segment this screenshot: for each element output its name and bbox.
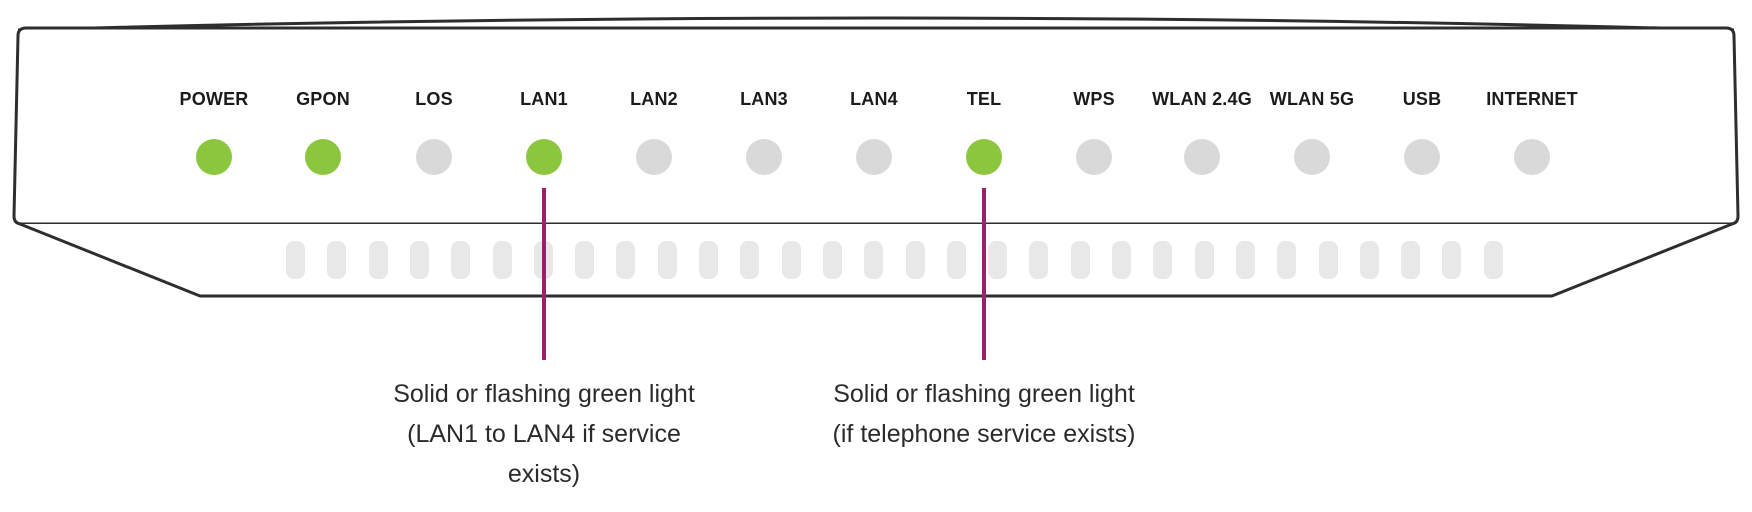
- led-light-power: [196, 139, 232, 175]
- led-group-wlan-2-4g: WLAN 2.4G: [1137, 88, 1267, 175]
- led-label-lan2: LAN2: [630, 89, 678, 109]
- vent-slot: [699, 241, 718, 279]
- vent-slot: [369, 241, 388, 279]
- vent-slot: [1442, 241, 1461, 279]
- led-group-lan1: LAN1: [479, 88, 609, 175]
- led-light-usb: [1404, 139, 1440, 175]
- led-label-wlan-2-4g: WLAN 2.4G: [1152, 89, 1252, 109]
- led-label-wlan-5g: WLAN 5G: [1269, 89, 1355, 109]
- vent-slot: [1319, 241, 1338, 279]
- led-group-usb: USB: [1357, 88, 1487, 175]
- led-label-lan3: LAN3: [740, 89, 788, 109]
- led-group-wlan-5g: WLAN 5G: [1247, 88, 1377, 175]
- vent-slot: [1153, 241, 1172, 279]
- led-light-lan1: [526, 139, 562, 175]
- vent-slot: [782, 241, 801, 279]
- led-label-internet: INTERNET: [1486, 89, 1578, 109]
- led-group-los: LOS: [369, 88, 499, 175]
- callout-line-lan1: [542, 188, 546, 360]
- vent-grille: [286, 241, 1504, 279]
- led-label-lan1: LAN1: [520, 89, 568, 109]
- callout-text-tel: Solid or flashing green light (if teleph…: [832, 380, 1136, 448]
- vent-slot: [823, 241, 842, 279]
- vent-slot: [1029, 241, 1048, 279]
- led-group-gpon: GPON: [258, 88, 388, 175]
- led-light-lan2: [636, 139, 672, 175]
- router-top-edge: [17, 16, 1735, 32]
- vent-slot: [493, 241, 512, 279]
- vent-slot: [410, 241, 429, 279]
- led-label-lan4: LAN4: [850, 89, 898, 109]
- vent-slot: [1277, 241, 1296, 279]
- led-group-tel: TEL: [919, 88, 1049, 175]
- vent-slot: [988, 241, 1007, 279]
- led-light-internet: [1514, 139, 1550, 175]
- led-light-lan3: [746, 139, 782, 175]
- led-light-tel: [966, 139, 1002, 175]
- vent-slot: [1071, 241, 1090, 279]
- led-label-tel: TEL: [966, 89, 1002, 109]
- led-group-lan4: LAN4: [809, 88, 939, 175]
- led-label-usb: USB: [1402, 89, 1442, 109]
- vent-slot: [1236, 241, 1255, 279]
- vent-slot: [906, 241, 925, 279]
- vent-slot: [1401, 241, 1420, 279]
- led-label-los: LOS: [415, 89, 453, 109]
- led-light-los: [416, 139, 452, 175]
- led-label-gpon: GPON: [296, 89, 350, 109]
- led-group-power: POWER: [149, 88, 279, 175]
- vent-slot: [327, 241, 346, 279]
- vent-slot: [740, 241, 759, 279]
- vent-slot: [1112, 241, 1131, 279]
- vent-slot: [658, 241, 677, 279]
- vent-slot: [1195, 241, 1214, 279]
- led-label-power: POWER: [179, 89, 249, 109]
- led-group-lan2: LAN2: [589, 88, 719, 175]
- led-group-wps: WPS: [1029, 88, 1159, 175]
- led-light-wlan-5g: [1294, 139, 1330, 175]
- vent-slot: [1484, 241, 1503, 279]
- led-group-internet: INTERNET: [1467, 88, 1597, 175]
- led-light-lan4: [856, 139, 892, 175]
- callout-line-tel: [982, 188, 986, 360]
- vent-slot: [947, 241, 966, 279]
- led-light-wlan-2-4g: [1184, 139, 1220, 175]
- vent-slot: [575, 241, 594, 279]
- led-light-wps: [1076, 139, 1112, 175]
- vent-slot: [451, 241, 470, 279]
- vent-slot: [616, 241, 635, 279]
- led-light-gpon: [305, 139, 341, 175]
- led-label-wps: WPS: [1073, 89, 1115, 109]
- callout-text-lan1: Solid or flashing green light (LAN1 to L…: [393, 380, 695, 488]
- vent-slot: [286, 241, 305, 279]
- vent-slot: [1360, 241, 1379, 279]
- led-group-lan3: LAN3: [699, 88, 829, 175]
- vent-slot: [864, 241, 883, 279]
